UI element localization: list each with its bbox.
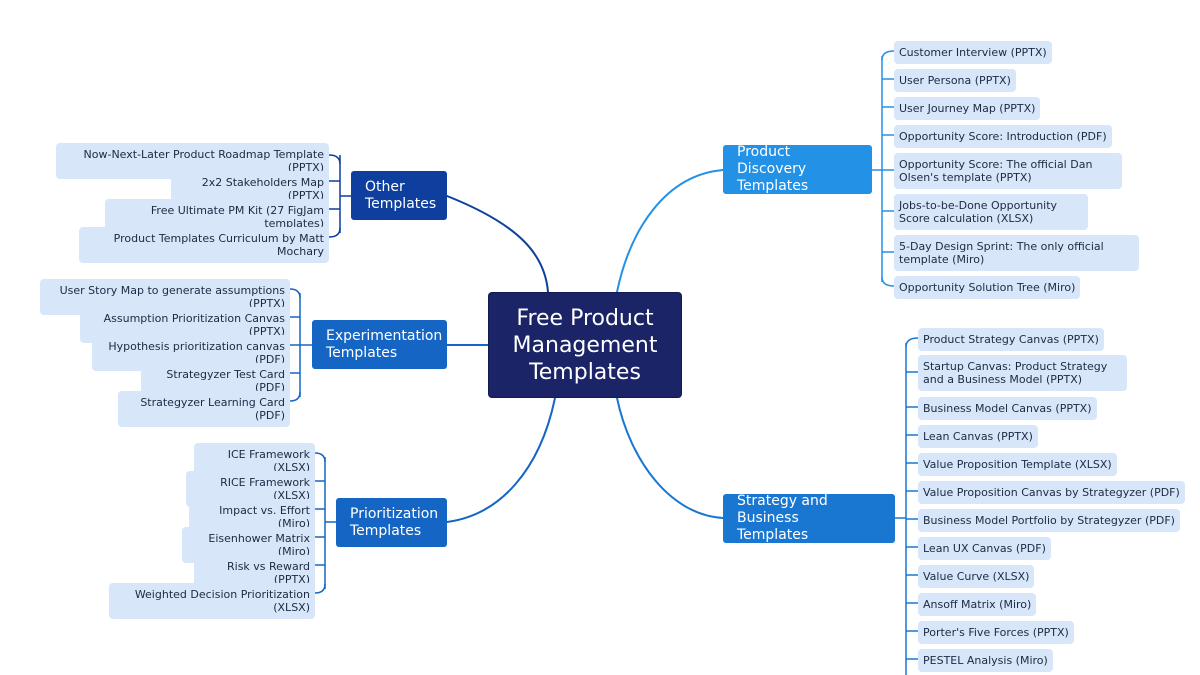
branch-node-prioritization[interactable]: Prioritization Templates	[336, 498, 447, 547]
branch-other-4	[328, 227, 341, 238]
center-title-line-1: Free Product	[516, 305, 654, 331]
leaf-strat-vp-canvas[interactable]: Value Proposition Canvas by Strategyzer …	[918, 481, 1185, 504]
connector-center-discovery	[616, 169, 724, 293]
leaf-strat-lean-canvas[interactable]: Lean Canvas (PPTX)	[918, 425, 1038, 448]
branch-other-label-1: Other	[365, 178, 405, 195]
branch-strat-1	[905, 337, 919, 348]
leaf-strat-value-curve[interactable]: Value Curve (XLSX)	[918, 565, 1035, 588]
spine-experimentation	[299, 293, 312, 397]
leaf-disc-ost[interactable]: Opportunity Solution Tree (Miro)	[894, 276, 1081, 299]
spine-strategy	[895, 343, 907, 675]
leaf-strat-bmc[interactable]: Business Model Canvas (PPTX)	[918, 397, 1097, 420]
branch-prio-label-1: Prioritization	[350, 505, 439, 522]
leaf-strat-bm-portfolio[interactable]: Business Model Portfolio by Strategyzer …	[918, 509, 1180, 532]
spine-other	[339, 155, 351, 233]
center-node: Free Product Management Templates	[488, 292, 682, 398]
spine-discovery	[872, 56, 883, 282]
branch-prio-1	[314, 452, 326, 463]
leaf-disc-design-sprint[interactable]: 5-Day Design Sprint: The only official t…	[894, 235, 1139, 271]
branch-node-experimentation[interactable]: Experimentation Templates	[312, 320, 447, 369]
leaf-strat-ansoff[interactable]: Ansoff Matrix (Miro)	[918, 593, 1037, 616]
center-title-line-2: Management	[512, 332, 658, 358]
leaf-strat-product-strategy[interactable]: Product Strategy Canvas (PPTX)	[918, 328, 1104, 351]
leaf-disc-journey-map[interactable]: User Journey Map (PPTX)	[894, 97, 1041, 120]
branch-exp-1	[289, 288, 301, 299]
branch-prio-6	[314, 583, 326, 594]
leaf-strat-startup-canvas[interactable]: Startup Canvas: Product Strategy and a B…	[918, 355, 1127, 391]
connector-center-strategy	[616, 397, 724, 519]
spine-prioritization	[324, 457, 336, 589]
leaf-strat-vp-template[interactable]: Value Proposition Template (XLSX)	[918, 453, 1117, 476]
branch-disc-1	[881, 50, 895, 61]
branch-disc-8	[881, 276, 895, 287]
branch-disc-label-2: Templates	[737, 178, 809, 194]
branch-exp-5	[289, 391, 301, 402]
branch-node-other[interactable]: Other Templates	[351, 171, 447, 220]
leaf-disc-opp-intro[interactable]: Opportunity Score: Introduction (PDF)	[894, 125, 1112, 148]
branch-disc-label-1: Product Discovery	[737, 144, 807, 177]
leaf-strat-lean-ux[interactable]: Lean UX Canvas (PDF)	[918, 537, 1051, 560]
leaf-prio-weighted[interactable]: Weighted Decision Prioritization (XLSX)	[109, 583, 315, 619]
leaf-disc-opp-olsen[interactable]: Opportunity Score: The official Dan Olse…	[894, 153, 1122, 189]
branch-strat-label-2: Templates	[737, 527, 809, 543]
connector-center-prioritization	[446, 397, 556, 523]
branch-exp-label-1: Experimentation	[326, 327, 443, 344]
branch-exp-label-2: Templates	[326, 344, 398, 361]
branch-strat-label-1: Strategy and Business	[737, 493, 828, 526]
branch-node-strategy[interactable]: Strategy and Business Templates	[723, 493, 895, 543]
branch-prio-label-2: Templates	[350, 522, 422, 539]
branch-other-1	[328, 154, 341, 165]
leaf-strat-pestel[interactable]: PESTEL Analysis (Miro)	[918, 649, 1053, 672]
connector-center-other	[446, 195, 549, 293]
branch-other-label-2: Templates	[365, 195, 437, 212]
center-title-line-3: Templates	[529, 359, 641, 385]
leaf-other-curriculum[interactable]: Product Templates Curriculum by Matt Moc…	[79, 227, 329, 263]
leaf-strat-porter[interactable]: Porter's Five Forces (PPTX)	[918, 621, 1074, 644]
leaf-disc-interview[interactable]: Customer Interview (PPTX)	[894, 41, 1052, 64]
leaf-exp-learning-card[interactable]: Strategyzer Learning Card (PDF)	[118, 391, 290, 427]
leaf-disc-jtbd[interactable]: Jobs-to-be-Done Opportunity Score calcul…	[894, 194, 1088, 230]
branch-node-discovery[interactable]: Product Discovery Templates	[723, 144, 872, 194]
leaf-disc-persona[interactable]: User Persona (PPTX)	[894, 69, 1016, 92]
